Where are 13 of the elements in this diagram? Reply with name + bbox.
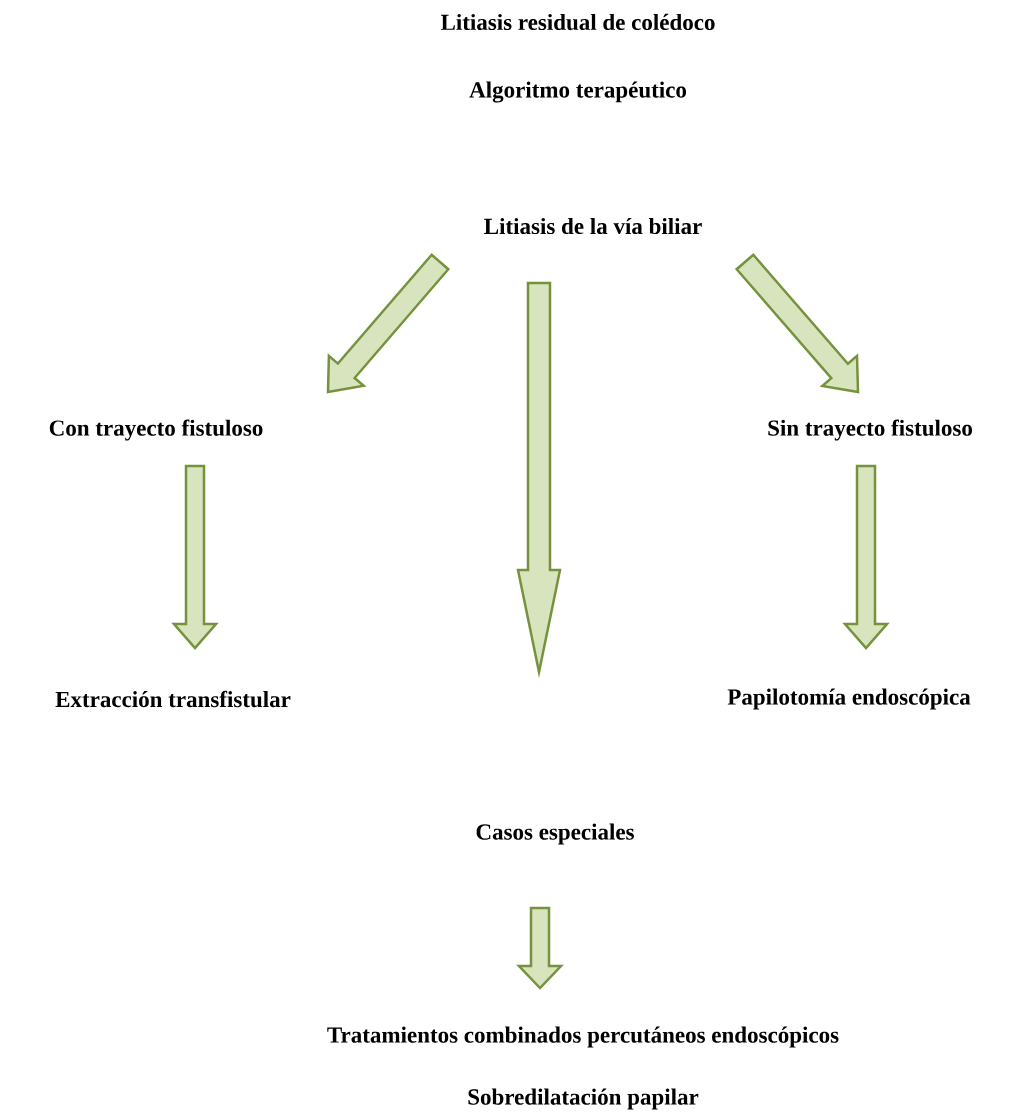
- block-arrow: [171, 464, 219, 650]
- subtitle: Algoritmo terapéutico: [469, 81, 687, 103]
- step-label: Extracción transfistular: [55, 690, 291, 708]
- block-arrow: [842, 464, 890, 650]
- block-arrow: [516, 906, 564, 990]
- step-label: Casos especiales: [476, 823, 634, 845]
- step-label: Papilotomía endoscópica: [727, 688, 971, 710]
- block-arrow: [516, 281, 562, 679]
- step-label: Sin trayecto fistuloso: [768, 419, 972, 441]
- title: Litiasis residual de colédoco: [440, 13, 715, 31]
- step-label: Con trayecto fistuloso: [49, 419, 263, 441]
- step-label: Litiasis de la vía biliar: [484, 217, 702, 235]
- step-label: Tratamientos combinados percutáneos endoscópicos Sobredilatación papilar: [327, 1026, 839, 1110]
